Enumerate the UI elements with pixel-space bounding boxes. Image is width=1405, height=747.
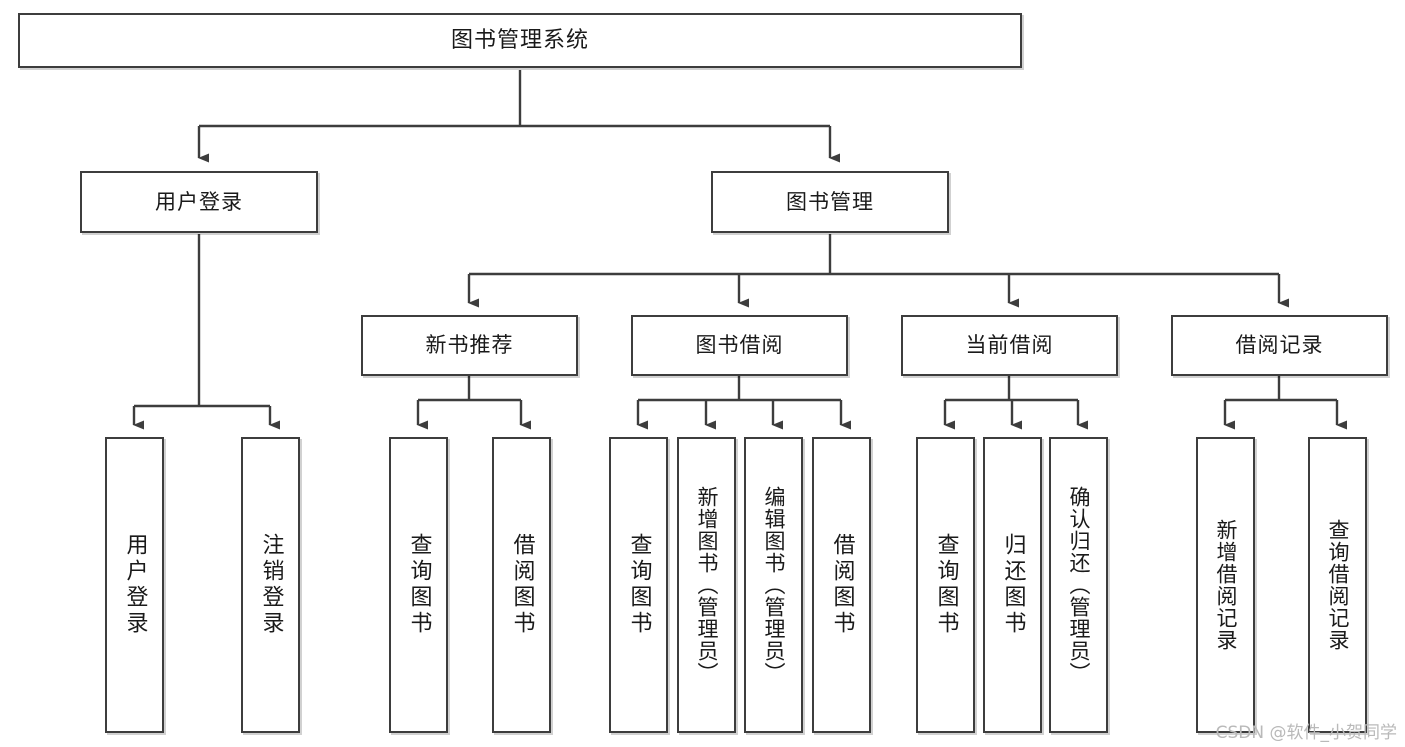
leaf-br-query-record[interactable]: 查询借阅记录 (1308, 437, 1367, 733)
leaf-bb-edit-book-admin[interactable]: 编辑图书（管理员） (744, 437, 803, 733)
node-root-system[interactable]: 图书管理系统 (18, 13, 1022, 68)
leaf-logout[interactable]: 注销登录 (241, 437, 300, 733)
leaf-bb-borrow-book-label: 借阅图书 (829, 533, 855, 637)
leaf-cb-query-book-label: 查询图书 (933, 533, 959, 637)
leaf-br-query-record-label: 查询借阅记录 (1326, 519, 1350, 651)
leaf-bb-borrow-book[interactable]: 借阅图书 (812, 437, 871, 733)
leaf-bb-add-book-admin[interactable]: 新增图书（管理员） (677, 437, 736, 733)
leaf-br-add-record[interactable]: 新增借阅记录 (1196, 437, 1255, 733)
leaf-cb-return-book[interactable]: 归还图书 (983, 437, 1042, 733)
leaf-bb-add-book-admin-label: 新增图书（管理员） (695, 486, 719, 684)
node-book-borrow-label: 图书借阅 (695, 333, 784, 358)
leaf-user-login-label: 用户登录 (122, 533, 148, 637)
leaf-cb-confirm-return-admin-label: 确认归还（管理员） (1067, 486, 1091, 684)
leaf-cb-confirm-return-admin[interactable]: 确认归还（管理员） (1049, 437, 1108, 733)
node-root-label: 图书管理系统 (450, 27, 589, 53)
leaf-bb-edit-book-admin-label: 编辑图书（管理员） (762, 486, 786, 684)
leaf-nb-borrow-book-label: 借阅图书 (509, 533, 535, 637)
node-book-management[interactable]: 图书管理 (711, 171, 949, 233)
leaf-cb-return-book-label: 归还图书 (1000, 533, 1026, 637)
node-borrow-records[interactable]: 借阅记录 (1171, 315, 1388, 376)
node-user-login-label: 用户登录 (155, 189, 243, 214)
node-borrow-records-label: 借阅记录 (1235, 333, 1324, 358)
leaf-nb-query-book[interactable]: 查询图书 (389, 437, 448, 733)
node-book-borrow[interactable]: 图书借阅 (631, 315, 848, 376)
node-book-management-label: 图书管理 (786, 189, 874, 214)
leaf-br-add-record-label: 新增借阅记录 (1214, 519, 1238, 651)
leaf-bb-query-book[interactable]: 查询图书 (609, 437, 668, 733)
node-current-borrow-label: 当前借阅 (965, 333, 1054, 358)
leaf-cb-query-book[interactable]: 查询图书 (916, 437, 975, 733)
csdn-watermark: CSDN @软件_小贺同学 (1215, 723, 1397, 743)
leaf-bb-query-book-label: 查询图书 (626, 533, 652, 637)
node-user-login[interactable]: 用户登录 (80, 171, 318, 233)
leaf-nb-borrow-book[interactable]: 借阅图书 (492, 437, 551, 733)
node-current-borrow[interactable]: 当前借阅 (901, 315, 1118, 376)
leaf-user-login[interactable]: 用户登录 (105, 437, 164, 733)
leaf-nb-query-book-label: 查询图书 (406, 533, 432, 637)
node-new-book-recommend-label: 新书推荐 (425, 333, 514, 358)
node-new-book-recommend[interactable]: 新书推荐 (361, 315, 578, 376)
leaf-logout-label: 注销登录 (258, 533, 284, 637)
